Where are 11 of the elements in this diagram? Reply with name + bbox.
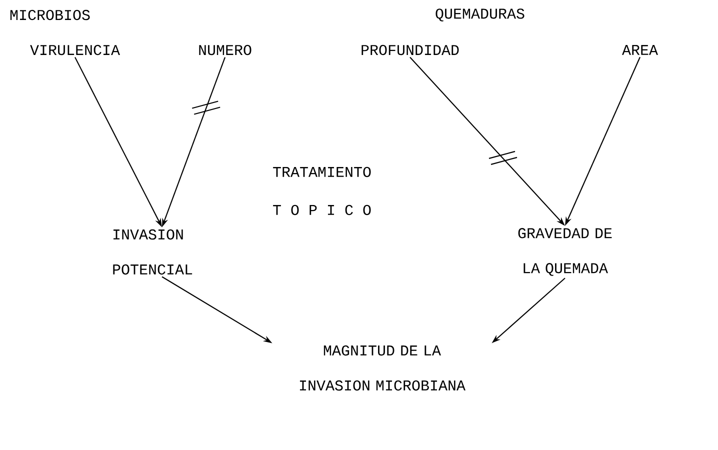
factor-label: GRAVEDAD DE LA QUEMADA [518,228,612,276]
heading-label: T O P I C O [273,204,371,216]
factor-label: PROFUNDIDAD [362,44,459,56]
factor-label: NUMERO [199,44,252,56]
heading-label: MICROBIOS [10,10,90,20]
factor-label: INVASION POTENCIAL [113,229,192,275]
factor-label: AREA [622,45,658,55]
heading-label: QUEMADURAS [436,8,524,22]
heading-label: TRATAMIENTO [273,166,371,178]
factor-label: VIRULENCIA [30,44,120,56]
factor-label: MAGNITUD DE LA INVASION MICROBIANA [300,345,466,391]
